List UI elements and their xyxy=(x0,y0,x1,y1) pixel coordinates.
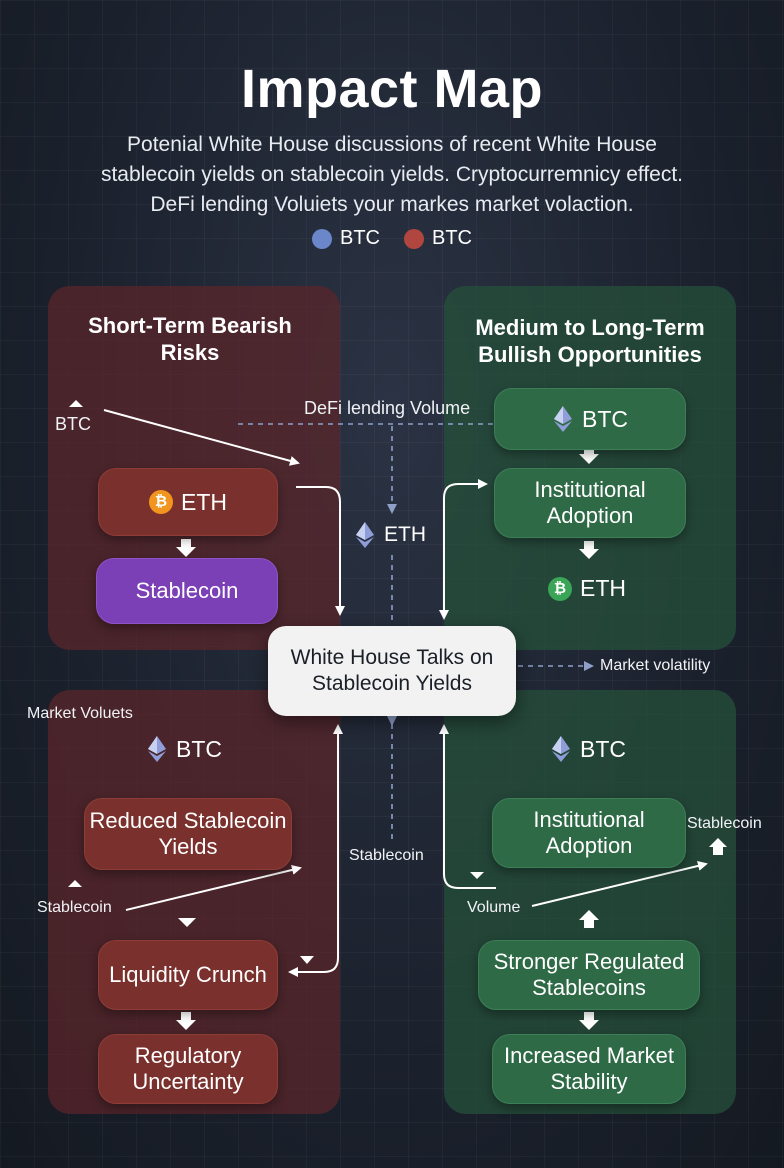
stronger-regulated-stablecoins-node[interactable]: Stronger Regulated Stablecoins xyxy=(478,940,700,1010)
defi-lending-label: DeFi lending Volume xyxy=(304,398,471,418)
liquidity-crunch-node[interactable]: Liquidity Crunch xyxy=(98,940,278,1010)
short-term-panel-title: Short-Term Bearish Risks xyxy=(88,313,292,365)
eth-connector-text: ETH xyxy=(384,523,426,546)
btc-node-label: BTC xyxy=(582,406,628,432)
liquidity-to-center-arrow xyxy=(288,732,339,977)
eth-label-text: ETH xyxy=(580,575,626,601)
eth-to-center-arrow xyxy=(296,486,345,616)
ethereum-icon xyxy=(554,406,572,432)
legend: BTC BTC xyxy=(0,227,784,250)
long-term-panel-title: Medium to Long-Term Bullish Opportunitie… xyxy=(475,315,705,367)
legend-dot-red xyxy=(404,228,424,249)
center-to-adoption-arrow xyxy=(443,479,488,614)
btc-label: BTC xyxy=(55,414,91,434)
volume-label: Volume xyxy=(467,899,521,916)
stablecoin-label-bottom-left: Stablecoin xyxy=(37,899,112,916)
stablecoin-node[interactable]: Stablecoin xyxy=(96,558,278,624)
market-volatility-label: Market volatility xyxy=(600,657,711,674)
btc-node-content: BTC xyxy=(552,405,628,433)
page-subtitle: Potenial White House discussions of rece… xyxy=(100,133,684,216)
regulatory-uncertainty-node[interactable]: Regulatory Uncertainty xyxy=(98,1034,278,1104)
eth-label-long-term: ₿ ETH xyxy=(548,575,626,602)
page-title: Impact Map xyxy=(240,59,544,119)
institutional-adoption-node[interactable]: Institutional Adoption xyxy=(494,468,686,538)
legend-item-blue: BTC xyxy=(312,227,380,250)
reduced-stablecoin-yields-node[interactable]: Reduced Stablecoin Yields xyxy=(84,798,292,870)
stablecoin-connector-label: Stablecoin xyxy=(349,847,424,864)
market-voluets-label: Market Voluets xyxy=(27,705,133,722)
eth-node-content: ₿ ETH xyxy=(149,489,227,515)
volume-diagonal-arrow xyxy=(531,861,708,907)
btc-label-text: BTC xyxy=(176,735,222,762)
eth-node[interactable]: ₿ ETH xyxy=(98,468,278,536)
eth-connector-label: ETH xyxy=(354,521,426,549)
bitcoin-coin-icon: ₿ xyxy=(149,490,173,514)
btc-label-bottom-left: BTC xyxy=(146,735,222,763)
legend-label: BTC xyxy=(340,227,380,249)
stablecoin-diagonal-arrow xyxy=(125,865,302,911)
ethereum-icon xyxy=(148,736,166,762)
legend-label: BTC xyxy=(432,227,472,249)
legend-dot-blue xyxy=(312,228,332,249)
bitcoin-coin-icon: ₿ xyxy=(548,576,572,601)
volume-to-center-arrow xyxy=(439,724,496,889)
center-node-white-house-talks[interactable]: White House Talks on Stablecoin Yields xyxy=(268,626,516,716)
eth-node-label: ETH xyxy=(181,489,227,515)
btc-node[interactable]: BTC xyxy=(494,388,686,450)
flow-arrowheads xyxy=(68,400,727,1030)
increased-market-stability-node[interactable]: Increased Market Stability xyxy=(492,1034,686,1104)
btc-label-text: BTC xyxy=(580,735,626,762)
stablecoin-label-bottom-right: Stablecoin xyxy=(687,815,762,832)
btc-diagonal-arrow xyxy=(103,409,300,466)
btc-label-bottom-right: BTC xyxy=(550,735,626,763)
legend-item-red: BTC xyxy=(404,227,472,250)
ethereum-icon xyxy=(356,522,374,548)
institutional-adoption-node-lower[interactable]: Institutional Adoption xyxy=(492,798,686,868)
ethereum-icon xyxy=(552,736,570,762)
